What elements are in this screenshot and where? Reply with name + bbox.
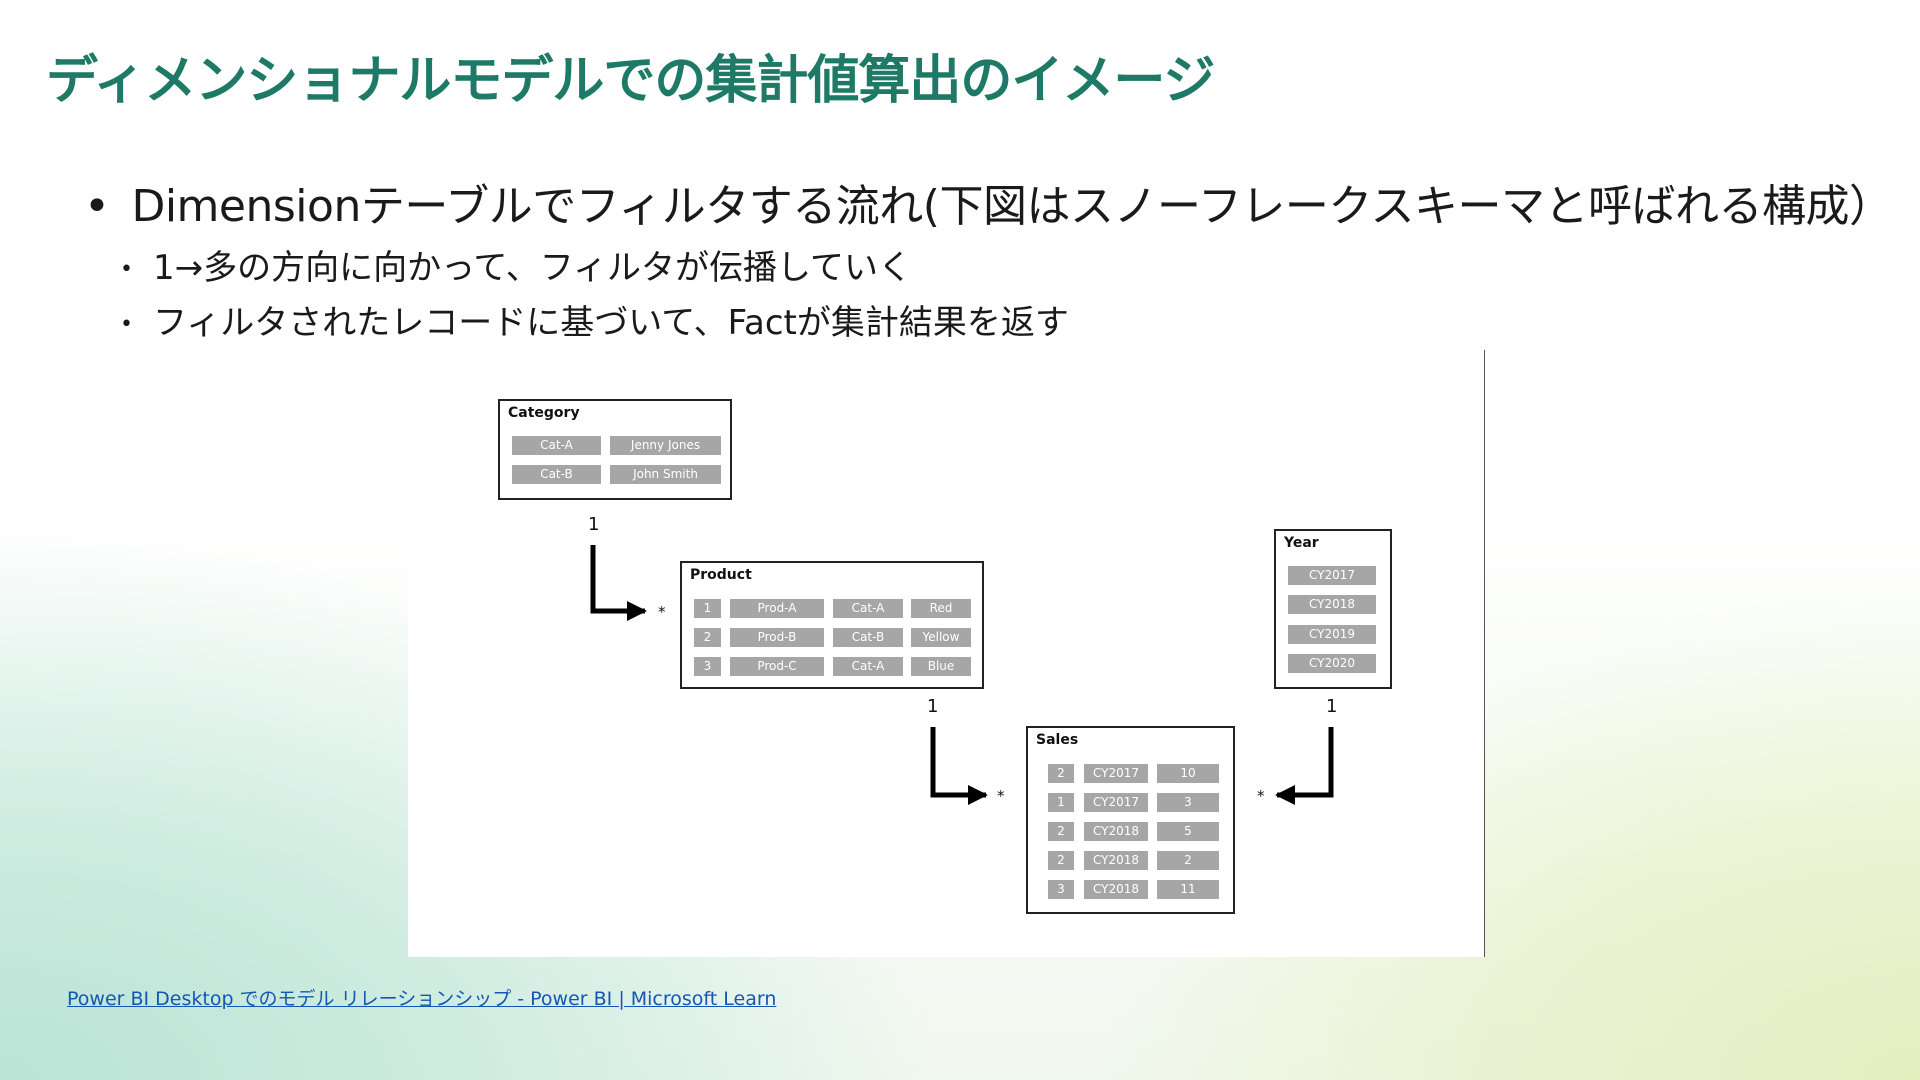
- arrow-year-to-sales: [1275, 727, 1334, 805]
- sales-cell: CY2017: [1084, 764, 1148, 783]
- rel-one-label: 1: [927, 696, 939, 717]
- sales-cell: 2: [1048, 764, 1074, 783]
- bullet-marker: •: [120, 312, 133, 337]
- category-cell: Cat-B: [512, 465, 601, 484]
- year-cell: CY2020: [1288, 654, 1376, 673]
- product-cell: Blue: [911, 657, 971, 676]
- arrow-category-to-product: [590, 545, 647, 621]
- sales-cell: 3: [1157, 793, 1219, 812]
- bullet-main: • Dimensionテーブルでフィルタする流れ(下図はスノーフレークスキーマと呼…: [84, 170, 1893, 234]
- sales-cell: CY2017: [1084, 793, 1148, 812]
- sales-cell: 11: [1157, 880, 1219, 899]
- rel-many-label: *: [658, 603, 666, 621]
- product-cell: Prod-B: [730, 628, 824, 647]
- bullet-marker: •: [84, 181, 110, 232]
- product-cell: Cat-A: [833, 657, 903, 676]
- category-cell: Cat-A: [512, 436, 601, 455]
- category-table: Category Cat-A Jenny Jones Cat-B John Sm…: [498, 399, 732, 500]
- product-cell: Yellow: [911, 628, 971, 647]
- bullet-sub-1: • 1→多の方向に向かって、フィルタが伝播していく: [120, 240, 912, 289]
- product-cell: Cat-A: [833, 599, 903, 618]
- sales-table: Sales 2 CY2017 10 1 CY2017 3 2 CY2018 5 …: [1026, 726, 1235, 914]
- rel-many-label: *: [1257, 787, 1265, 805]
- rel-many-label: *: [997, 787, 1005, 805]
- year-table-title: Year: [1284, 535, 1319, 551]
- sales-cell: CY2018: [1084, 822, 1148, 841]
- ms-learn-link[interactable]: Power BI Desktop でのモデル リレーションシップ - Power…: [67, 988, 777, 1010]
- bullet-marker: •: [120, 257, 133, 282]
- bullet-sub-2: • フィルタされたレコードに基づいて、Factが集計結果を返す: [120, 295, 1069, 344]
- slide-title: ディメンショナルモデルでの集計値算出のイメージ: [46, 51, 1215, 111]
- sales-cell: CY2018: [1084, 880, 1148, 899]
- product-table: Product 1 Prod-A Cat-A Red 2 Prod-B Cat-…: [680, 561, 984, 689]
- category-cell: Jenny Jones: [610, 436, 721, 455]
- sales-cell: 2: [1048, 822, 1074, 841]
- sales-cell: 1: [1048, 793, 1074, 812]
- bullet-sub-1-text: 1→多の方向に向かって、フィルタが伝播していく: [152, 248, 913, 288]
- year-table: Year CY2017 CY2018 CY2019 CY2020: [1274, 529, 1392, 689]
- sales-cell: 10: [1157, 764, 1219, 783]
- year-cell: CY2019: [1288, 625, 1376, 644]
- rel-one-label: 1: [1326, 696, 1338, 717]
- product-cell: Red: [911, 599, 971, 618]
- bullet-sub-2-text: フィルタされたレコードに基づいて、Factが集計結果を返す: [152, 303, 1069, 343]
- year-cell: CY2018: [1288, 595, 1376, 614]
- product-cell: Prod-C: [730, 657, 824, 676]
- sales-table-title: Sales: [1036, 732, 1079, 748]
- diagram-divider: [1484, 350, 1485, 957]
- rel-one-label: 1: [588, 514, 600, 535]
- product-cell: 3: [694, 657, 721, 676]
- bullet-main-text: Dimensionテーブルでフィルタする流れ(下図はスノーフレークスキーマと呼ば…: [131, 181, 1893, 232]
- sales-cell: 2: [1048, 851, 1074, 870]
- sales-cell: 2: [1157, 851, 1219, 870]
- product-cell: 1: [694, 599, 721, 618]
- arrow-product-to-sales: [930, 727, 988, 805]
- sales-cell: 5: [1157, 822, 1219, 841]
- sales-cell: CY2018: [1084, 851, 1148, 870]
- product-cell: Cat-B: [833, 628, 903, 647]
- category-table-title: Category: [508, 405, 580, 421]
- sales-cell: 3: [1048, 880, 1074, 899]
- product-cell: Prod-A: [730, 599, 824, 618]
- product-table-title: Product: [690, 567, 752, 583]
- product-cell: 2: [694, 628, 721, 647]
- category-cell: John Smith: [610, 465, 721, 484]
- year-cell: CY2017: [1288, 566, 1376, 585]
